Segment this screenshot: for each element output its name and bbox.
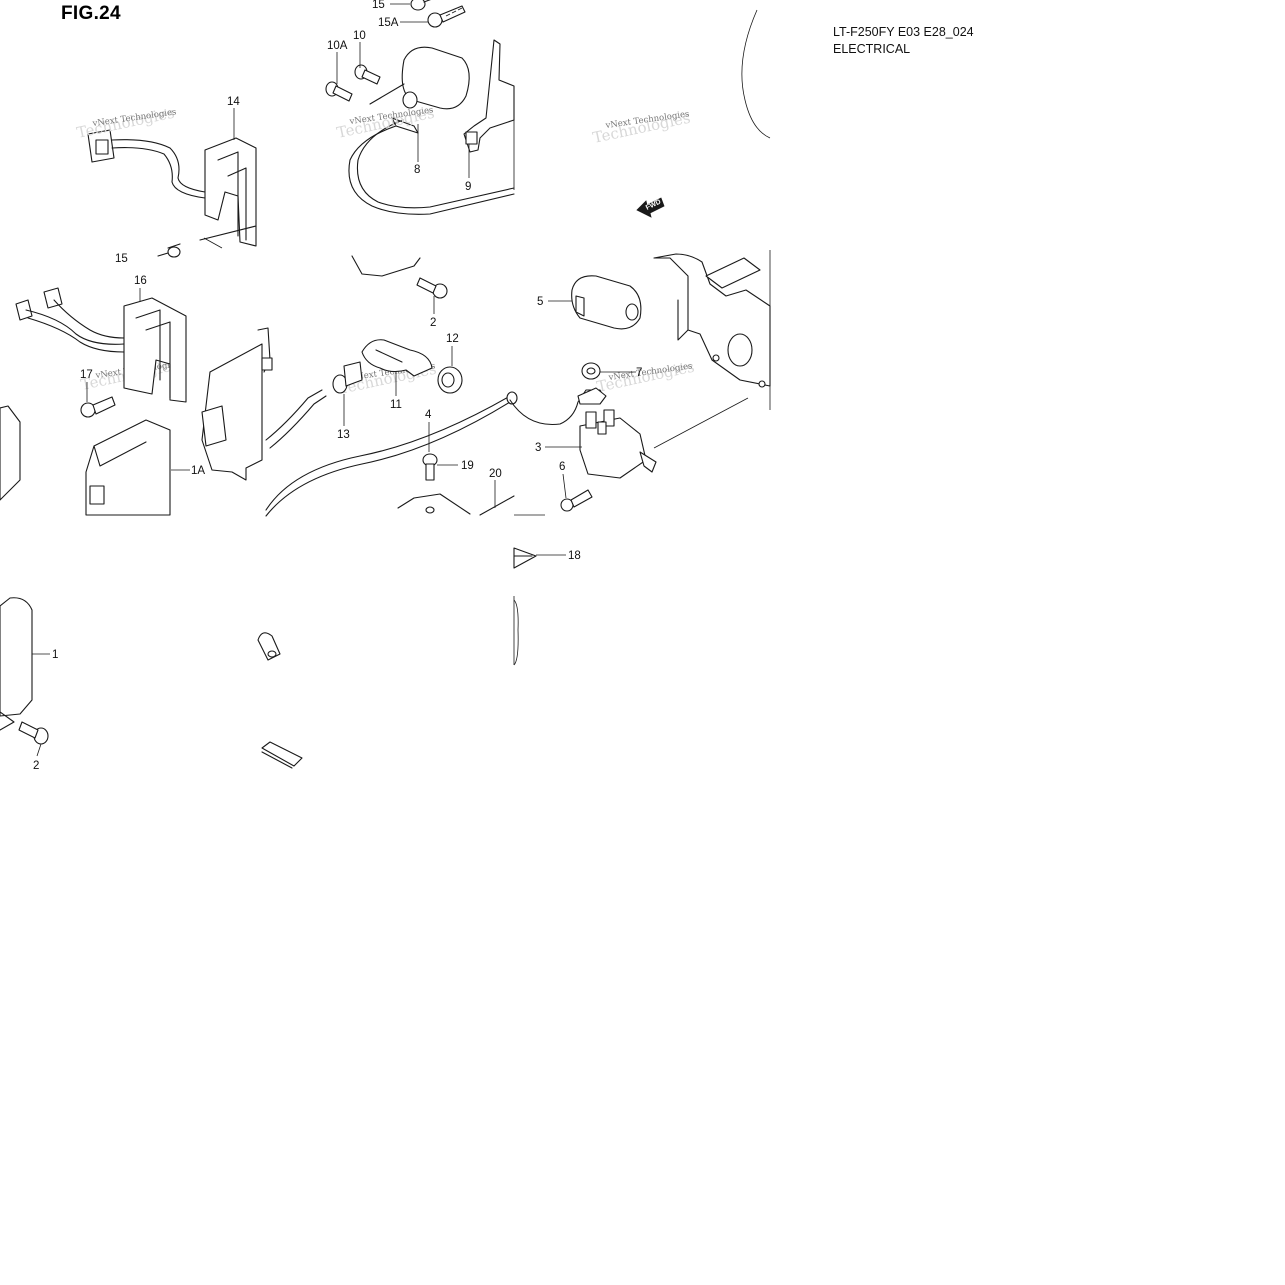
part-1-cdi-unit — [0, 597, 33, 731]
part-11-plug-cap — [361, 339, 433, 377]
part-10-bolt — [354, 64, 381, 85]
model-code: LT-F250FY E03 E28_024 — [833, 25, 974, 39]
part-9-coil-bracket — [463, 39, 515, 153]
part-7-nut — [581, 362, 601, 380]
callout-15-top: 15 — [372, 0, 385, 11]
section-title: ELECTRICAL — [833, 42, 911, 56]
part-3-starter-relay — [509, 387, 657, 479]
callout-15-mid: 15 — [115, 253, 128, 265]
part-18-strap — [513, 547, 537, 569]
part-14-rectifier-regulator — [87, 129, 257, 249]
part-16-rectifier-regulator — [15, 287, 187, 403]
regulator-edge-left — [0, 405, 21, 501]
part-cdi-cover — [201, 327, 273, 481]
leader-lines — [32, 3, 749, 757]
part-2-bolt-bottom — [18, 721, 49, 745]
frame-bracket-right — [653, 253, 771, 388]
figure-label: FIG.24 — [61, 3, 121, 24]
callout-11: 11 — [390, 399, 402, 411]
callout-20: 20 — [489, 468, 502, 480]
part-6-bolt — [560, 489, 593, 512]
callout-12: 12 — [446, 333, 459, 345]
part-2-bolt-mid — [416, 277, 448, 299]
part-17-bolt — [80, 396, 116, 418]
callout-7: 7 — [636, 367, 642, 379]
part-15-bolt-top — [410, 0, 431, 11]
fwd-direction-arrow: FWD — [636, 197, 665, 218]
callout-1: 1 — [52, 649, 58, 661]
part-20-battery-plate — [397, 493, 515, 516]
part-15A-bolt — [427, 5, 466, 28]
callout-15A: 15A — [378, 17, 399, 29]
part-13-terminal — [332, 361, 363, 394]
callout-2-bottom: 2 — [33, 760, 39, 772]
part-10A-bolt — [325, 81, 353, 102]
callout-19: 19 — [461, 460, 474, 472]
callout-18: 18 — [568, 550, 581, 562]
callout-9: 9 — [465, 181, 471, 193]
callout-1A: 1A — [191, 465, 205, 477]
part-19-bolt — [422, 453, 438, 481]
callout-5: 5 — [537, 296, 543, 308]
callout-3: 3 — [535, 442, 541, 454]
callout-8: 8 — [414, 164, 420, 176]
part-15-bolt-mid — [157, 246, 181, 258]
part-small-module — [351, 255, 421, 277]
part-5-relay-boot — [571, 275, 642, 330]
callout-4: 4 — [425, 409, 432, 421]
callout-numbers: 15 15A 10A 10 14 8 9 15 16 2 5 12 7 17 1… — [33, 0, 642, 772]
callout-13: 13 — [337, 429, 350, 441]
callout-6: 6 — [559, 461, 565, 473]
callout-2-mid: 2 — [430, 317, 436, 329]
part-8-ignition-coil — [348, 46, 515, 215]
part-strap-bottom — [261, 741, 303, 769]
part-1A-cdi-unit — [85, 419, 171, 516]
callout-10A: 10A — [327, 40, 348, 52]
callout-16: 16 — [134, 275, 147, 287]
starter-cable — [265, 389, 518, 517]
part-clamp-bottom — [257, 632, 281, 661]
part-12-grommet — [437, 366, 463, 394]
callout-17: 17 — [80, 369, 93, 381]
callout-14: 14 — [227, 96, 240, 108]
callout-10: 10 — [353, 30, 366, 42]
